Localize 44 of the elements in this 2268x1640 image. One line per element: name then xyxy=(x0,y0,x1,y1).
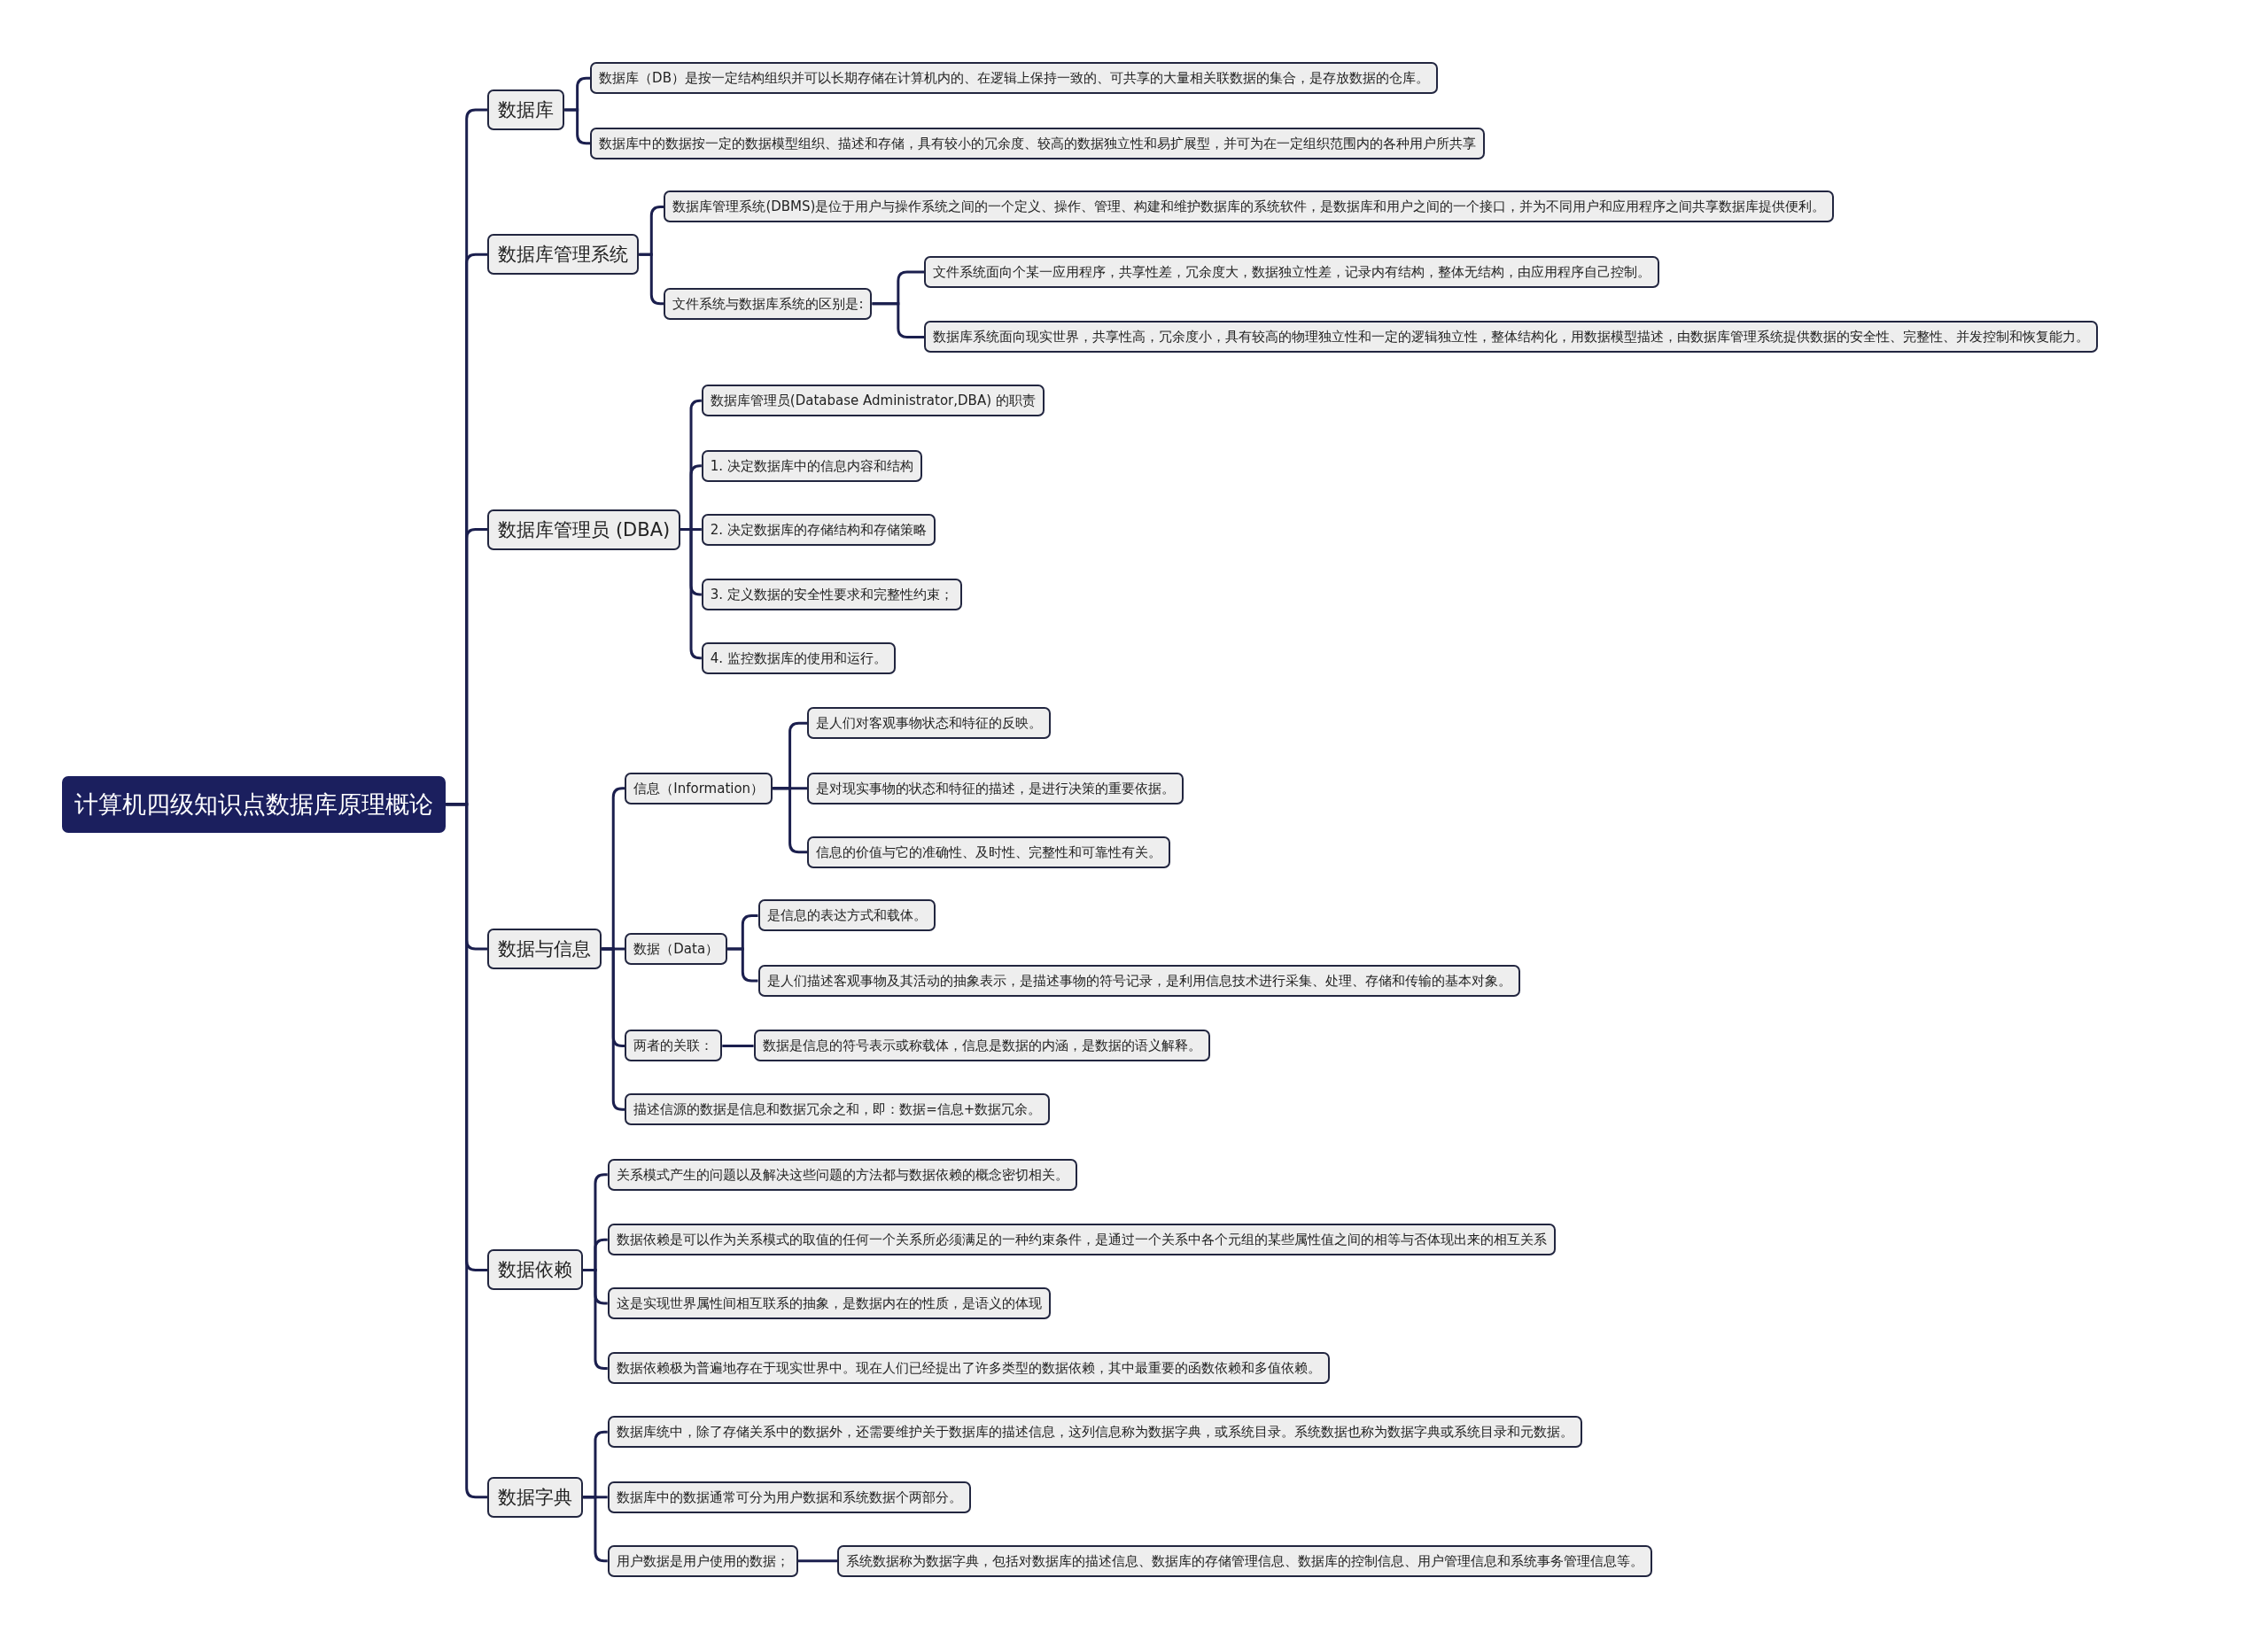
subtopic-box: 这是实现世界属性间相互联系的抽象，是数据内在的性质，是语义的体现 xyxy=(607,1287,1051,1319)
subtopic-box: 数据是信息的符号表示或称载体，信息是数据的内涵，是数据的语义解释。 xyxy=(753,1030,1210,1062)
connector-line xyxy=(727,947,758,983)
subtopic-box: 数据库中的数据按一定的数据模型组织、描述和存储，具有较小的冗余度、较高的数据独立性和易扩展型，并可为在一定组织范围内的各种用户所共享 xyxy=(590,127,1486,159)
main-topic-box: 数据库 xyxy=(487,89,565,131)
subtopic-box: 数据库中的数据通常可分为用户数据和系统数据个两部分。 xyxy=(607,1481,971,1513)
connector-line xyxy=(872,302,925,338)
subtopic-box: 描述信源的数据是信息和数据冗余之和，即：数据=信息+数据冗余。 xyxy=(625,1093,1051,1126)
connector-line xyxy=(773,787,807,854)
main-topic-box: 数据库管理系统 xyxy=(487,234,640,276)
connector-line xyxy=(797,1559,838,1563)
main-topic-box: 数据字典 xyxy=(487,1476,584,1518)
connector-line xyxy=(722,1044,754,1047)
subtopic-box: 2. 决定数据库的存储结构和存储策略 xyxy=(701,513,936,546)
subtopic-box: 1. 决定数据库中的信息内容和结构 xyxy=(701,449,922,482)
connector-line xyxy=(564,108,591,145)
main-topic-box: 数据依赖 xyxy=(487,1249,584,1291)
subtopic-box: 是人们描述客观事物及其活动的抽象表示，是描述事物的符号记录，是利用信息技术进行采集、处理、存储和传输的基本对象。 xyxy=(757,964,1520,997)
subtopic-box: 文件系统面向个某一应用程序，共享性差，冗余度大，数据独立性差，记录内有结构，整体无结构，由应用程序自己控制。 xyxy=(924,255,1660,288)
main-topic-box: 数据与信息 xyxy=(487,929,602,969)
subtopic-box: 用户数据是用户使用的数据； xyxy=(607,1544,798,1577)
subtopic-box: 两者的关联： xyxy=(625,1030,723,1062)
subtopic-box: 信息（Information） xyxy=(625,772,773,804)
main-topic-box: 数据库管理员 (DBA) xyxy=(487,509,681,550)
central-topic-box: 计算机四级知识点数据库原理概论 xyxy=(62,775,447,833)
subtopic-box: 数据（Data） xyxy=(625,933,728,965)
subtopic-box: 4. 监控数据库的使用和运行。 xyxy=(701,641,896,674)
subtopic-box: 数据依赖是可以作为关系模式的取值的任何一个关系所必须满足的一种约束条件，是通过一个关系中各个元组的某些属性值之间的相等与否体现出来的相互关系 xyxy=(607,1224,1556,1256)
subtopic-box: 数据库管理系统(DBMS)是位于用户与操作系统之间的一个定义、操作、管理、构建和维护数据库的系统软件，是数据库和用户之间的一个接口，并为不同用户和应用程序之间共享数据库提供便利。 xyxy=(664,190,1835,223)
subtopic-box: 数据库统中，除了存储关系中的数据外，还需要维护关于数据库的描述信息，这列信息称为数据字典，或系统目录。系统数据也称为数据字典或系统目录和元数据。 xyxy=(607,1416,1582,1449)
subtopic-box: 关系模式产生的问题以及解决这些问题的方法都与数据依赖的概念密切相关。 xyxy=(607,1158,1077,1191)
subtopic-box: 是对现实事物的状态和特征的描述，是进行决策的重要依据。 xyxy=(807,772,1184,804)
subtopic-box: 数据库（DB）是按一定结构组织并可以长期存储在计算机内的、在逻辑上保持一致的、可共享的大量相关联数据的集合，是存放数据的仓库。 xyxy=(590,62,1438,95)
subtopic-box: 数据库系统面向现实世界，共享性高，冗余度小，具有较高的物理独立性和一定的逻辑独立性，整体结构化，用数据模型描述，由数据库管理系统提供数据的安全性、完整性、并发控制和恢复能力。 xyxy=(924,321,2099,354)
subtopic-box: 系统数据称为数据字典，包括对数据库的描述信息、数据库的存储管理信息、数据库的控制信息、用户管理信息和系统事务管理信息等。 xyxy=(837,1544,1653,1577)
subtopic-box: 信息的价值与它的准确性、及时性、完整性和可靠性有关。 xyxy=(807,836,1170,868)
subtopic-box: 是人们对客观事物状态和特征的反映。 xyxy=(807,707,1051,740)
subtopic-box: 是信息的表达方式和载体。 xyxy=(757,899,936,932)
connector-line xyxy=(446,803,488,1499)
subtopic-box: 文件系统与数据库系统的区别是: xyxy=(664,287,873,320)
subtopic-box: 数据库管理员(Database Administrator,DBA) 的职责 xyxy=(701,385,1045,417)
subtopic-box: 数据依赖极为普遍地存在于现实世界中。现在人们已经提出了许多类型的数据依赖，其中最重要的函数依赖和多值依赖。 xyxy=(607,1352,1330,1385)
subtopic-box: 3. 定义数据的安全性要求和完整性约束； xyxy=(701,579,962,610)
connector-line xyxy=(680,528,702,660)
